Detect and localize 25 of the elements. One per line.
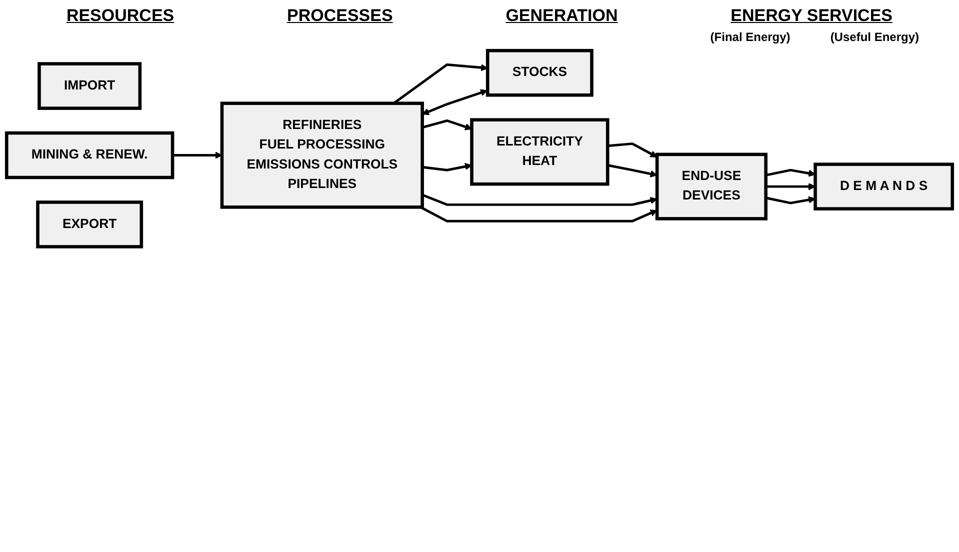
column-heading: ENERGY SERVICES (730, 6, 893, 26)
node-box: END-USE DEVICES (655, 152, 768, 220)
node-box: MINING & RENEW. (4, 131, 174, 180)
node-box: EXPORT (36, 200, 144, 248)
arrow (422, 194, 658, 206)
arrow (607, 164, 658, 178)
column-note: (Useful Energy) (830, 30, 919, 44)
column-note: (Final Energy) (710, 30, 790, 44)
arrow (766, 196, 816, 204)
column-heading: PROCESSES (287, 6, 393, 26)
arrow (422, 162, 472, 172)
node-box: REFINERIES FUEL PROCESSING EMISSIONS CONTROLS PIPELINES (220, 102, 424, 209)
node-box: ELECTRICITY HEAT (470, 118, 610, 186)
node-box: IMPORT (38, 62, 142, 110)
arrow (608, 142, 658, 158)
arrow (420, 206, 658, 222)
arrow (422, 119, 472, 130)
arrow (766, 182, 816, 190)
column-heading: RESOURCES (66, 6, 174, 26)
arrow (422, 89, 488, 116)
column-heading: GENERATION (506, 6, 618, 26)
arrow (766, 168, 816, 177)
arrow (172, 152, 222, 159)
node-box: D E M A N D S (814, 162, 954, 210)
node-box: STOCKS (486, 48, 594, 97)
